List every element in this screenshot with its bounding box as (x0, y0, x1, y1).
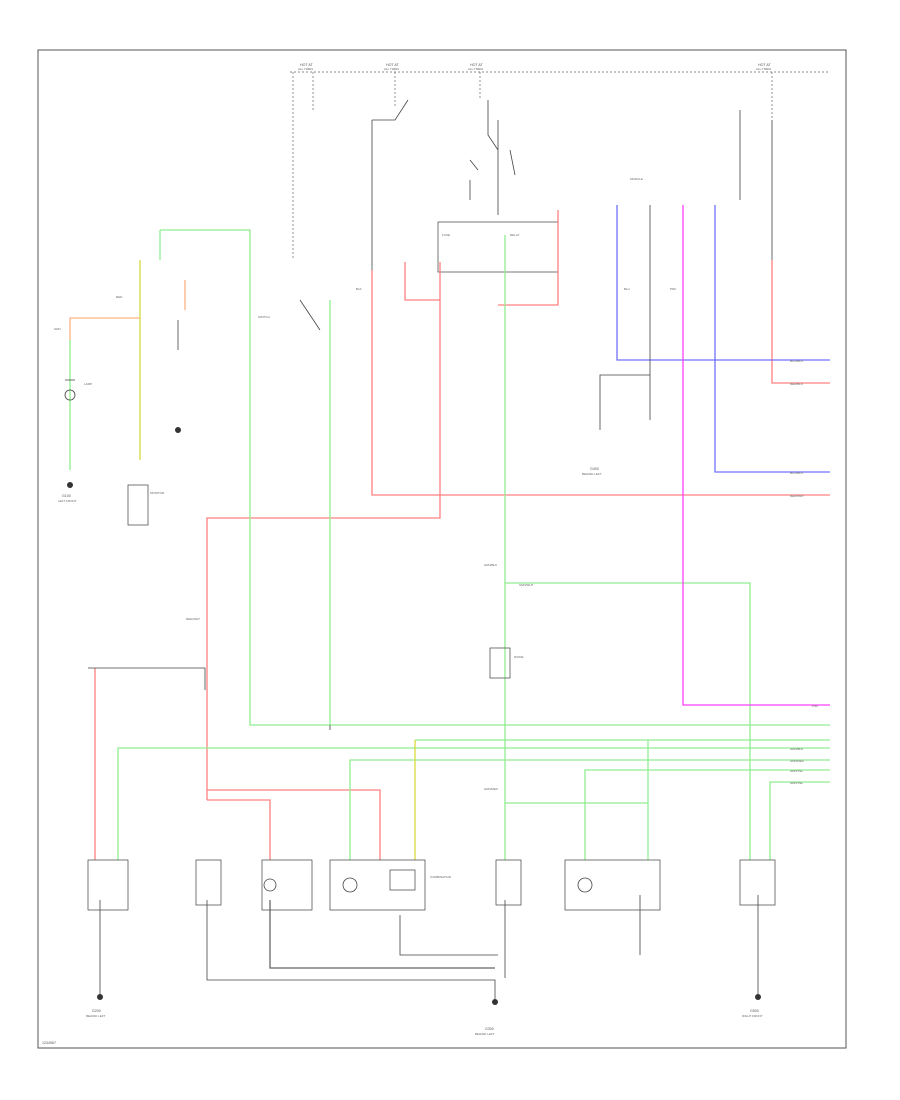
source-label: HOT AT (758, 63, 771, 67)
component-label: COMBINATION (430, 875, 451, 879)
wire-tag: RED/WHT (186, 617, 200, 621)
component-labels: FUSE RELAY SWITCH LAMP MODULE DIODE COMB… (84, 177, 643, 879)
source-label: ALL TIMES (468, 67, 483, 71)
source-label: ALL TIMES (384, 67, 399, 71)
green-wires (69, 229, 830, 860)
component-label: DIODE (514, 655, 524, 659)
upper-left-components (64, 299, 511, 679)
connector-label: GRN/BLK (790, 747, 803, 751)
connector-label: RED/BLK (790, 382, 803, 386)
wire-tag: BLK (356, 287, 362, 291)
wire-tag: GRN/WHT (519, 583, 533, 587)
ground-label: LEFT FRONT (58, 499, 77, 503)
magenta-wire (682, 205, 830, 706)
ground-icon (67, 482, 73, 488)
component-label: MONITOR (150, 491, 165, 495)
diagram-frame (37, 49, 847, 1049)
ground-label: RIGHT FRONT (742, 1014, 763, 1018)
connector-label: BLU/WHT (790, 471, 804, 475)
connector-label: PNK (812, 704, 818, 708)
wire-tags: RED GRN BLK RED/WHT GRN/BLK GRN/WHT GRN/… (54, 287, 676, 791)
ground-label: BEHIND LEFT (86, 1014, 106, 1018)
connector-label: BLU/WHT (790, 359, 804, 363)
ground-icon (492, 999, 498, 1005)
orange-yellow-wires (69, 260, 416, 860)
connector-label: GRN/YEL (790, 769, 804, 773)
component-label: RELAY (510, 233, 520, 237)
connector-label: RED/WHT (790, 494, 804, 498)
ground-label: BEHIND LEFT (582, 472, 602, 476)
source-label: ALL TIMES (756, 67, 771, 71)
connector-label: GRN/YEL (790, 781, 804, 785)
ground-labels: G100 LEFT FRONT G200 BEHIND LEFT G300 BE… (58, 467, 763, 1036)
component-label: MODULE (630, 177, 643, 181)
connector-label: GRN/RED (790, 759, 805, 763)
wire-tag: GRN/RED (484, 787, 499, 791)
relay-box (437, 221, 559, 273)
wire-tag: GRN (54, 327, 61, 331)
component-label: FUSE (442, 233, 450, 237)
ground-label: G100 (62, 494, 71, 498)
ground-label: G400 (590, 467, 599, 471)
component-row (87, 859, 776, 911)
right-connector-labels: BLU/WHT RED/BLK BLU/WHT RED/WHT PNK GRN/… (790, 359, 818, 785)
component-label: LAMP (84, 382, 92, 386)
source-label: ALL TIMES (298, 67, 313, 71)
wire-tag: PNK (670, 287, 676, 291)
source-label: HOT AT (386, 63, 399, 67)
footer-code: 1234567 (42, 1041, 56, 1045)
fuse-drops (292, 72, 773, 258)
ground-label: G200 (92, 1009, 101, 1013)
ground-label: G300 (485, 1027, 494, 1031)
ground-label: BEHIND LEFT (475, 1032, 495, 1036)
wire-tag: GRN/BLK (484, 563, 497, 567)
component-label: SWITCH (258, 315, 270, 319)
source-label: HOT AT (470, 63, 483, 67)
blue-wires (616, 205, 830, 473)
ground-label: G500 (750, 1009, 759, 1013)
ground-icon (755, 994, 761, 1000)
ground-icon (175, 427, 181, 433)
wire-tag: BLU (624, 287, 630, 291)
wire-tag: RED (116, 295, 123, 299)
ground-symbols (67, 427, 761, 1005)
ground-icon (97, 994, 103, 1000)
red-wires (94, 210, 830, 860)
source-label: HOT AT (300, 63, 313, 67)
black-wires (88, 205, 759, 1000)
top-source-labels: HOT AT ALL TIMES HOT AT ALL TIMES HOT AT… (298, 63, 771, 71)
